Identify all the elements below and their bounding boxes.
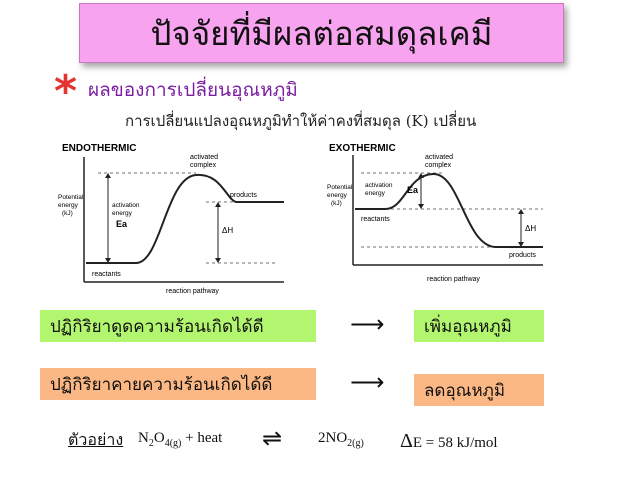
endo-potential-label-1: Potential: [58, 194, 84, 201]
energy-value: E = 58 kJ/mol: [412, 435, 498, 451]
nitrogen-subscript: 2: [148, 438, 154, 449]
exothermic-diagram: EXOTHERMIC activated complex Potential e…: [325, 137, 547, 299]
endo-activation-label-1: activation: [112, 202, 140, 209]
endo-activated-label-2: complex: [190, 162, 217, 169]
endo-reactants-label: reactants: [92, 271, 121, 278]
no2-subscript: 2(g): [347, 438, 364, 449]
decrease-temperature-box: ลดอุณหภูมิ: [414, 374, 544, 406]
endo-activation-label-2: energy: [112, 210, 133, 217]
endo-ea-label: Ea: [116, 219, 128, 229]
description-text: การเปลี่ยนแปลงอุณหภูมิทำให้ค่าคงที่สมดุล…: [125, 112, 477, 130]
delta-symbol: Δ: [400, 430, 413, 452]
equilibrium-arrow-icon: ⇌: [262, 426, 283, 452]
endothermic-condition-box: ปฏิกิริยาดูดความร้อนเกิดได้ดี: [40, 310, 316, 342]
endo-activated-label-1: activated: [190, 154, 218, 161]
exothermic-condition-box: ปฏิกิริยาคายความร้อนเกิดได้ดี: [40, 368, 316, 400]
exo-reactants-label: reactants: [361, 216, 390, 223]
example-label: ตัวอย่าง: [68, 430, 124, 449]
endo-products-label: products: [230, 192, 257, 199]
exo-potential-unit: (kJ): [331, 200, 342, 207]
energy-change: ΔE = 58 kJ/mol: [400, 430, 498, 453]
exo-activation-label-1: activation: [365, 182, 393, 189]
exo-activated-label-2: complex: [425, 162, 452, 169]
endothermic-diagram: ENDOTHERMIC activated complex Potential …: [56, 137, 294, 299]
endo-potential-unit: (kJ): [62, 210, 73, 217]
exo-delta-h-label: ΔH: [525, 224, 536, 233]
arrow-right-icon: ⟶: [350, 368, 385, 396]
asterisk-icon: *: [54, 66, 78, 117]
plus-heat: + heat: [185, 430, 223, 446]
exo-products-label: products: [509, 252, 536, 259]
no2-symbol: 2NO: [318, 430, 348, 446]
slide-title: ปัจจัยที่มีผลต่อสมดุลเคมี: [79, 3, 564, 63]
section-subtitle: ผลของการเปลี่ยนอุณหภูมิ: [88, 79, 298, 101]
exothermic-heading: EXOTHERMIC: [329, 143, 396, 154]
exo-activation-label-2: energy: [365, 190, 386, 197]
exo-ea-label: Ea: [407, 185, 419, 195]
exo-pathway-label: reaction pathway: [427, 276, 480, 283]
nitrogen-symbol: N: [138, 430, 149, 446]
exo-potential-label-2: energy: [327, 192, 348, 199]
increase-temperature-box: เพิ่มอุณหภูมิ: [414, 310, 544, 342]
endo-pathway-label: reaction pathway: [166, 288, 219, 295]
oxygen-subscript: 4(g): [164, 438, 182, 449]
oxygen-symbol: O: [153, 430, 165, 446]
product-formula: 2NO2(g): [318, 430, 364, 449]
exo-activated-label-1: activated: [425, 154, 453, 161]
reactant-formula: N2O4(g) + heat: [138, 430, 222, 449]
exo-potential-label-1: Potential: [327, 184, 353, 191]
arrow-right-icon: ⟶: [350, 310, 385, 338]
endo-delta-h-label: ΔH: [222, 226, 233, 235]
endo-potential-label-2: energy: [58, 202, 79, 209]
endothermic-heading: ENDOTHERMIC: [62, 143, 136, 154]
